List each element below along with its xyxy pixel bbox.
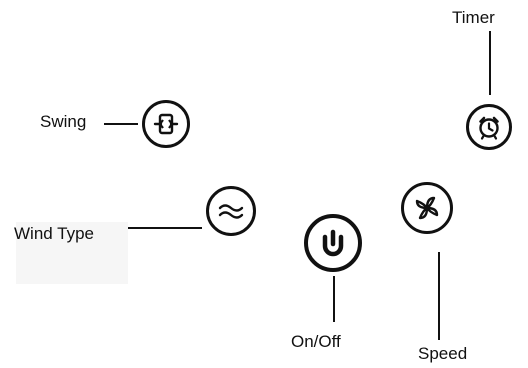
swing-icon [151, 109, 181, 139]
swing-button[interactable] [142, 100, 190, 148]
wind-waves-icon [216, 199, 246, 223]
timer-button[interactable] [466, 104, 512, 150]
wind-type-button[interactable] [206, 186, 256, 236]
label-shade [16, 222, 128, 284]
power-icon [317, 227, 349, 259]
wind-type-leader-line [128, 227, 202, 229]
speed-button[interactable] [401, 182, 453, 234]
timer-leader-line [489, 31, 491, 95]
swing-leader-line [104, 123, 138, 125]
power-label: On/Off [291, 332, 341, 351]
power-leader-line [333, 276, 335, 322]
timer-label: Timer [452, 8, 495, 27]
alarm-clock-icon [475, 113, 503, 141]
speed-leader-line [438, 252, 440, 340]
speed-label: Speed [418, 344, 468, 363]
fan-blade-icon [411, 192, 443, 224]
wind-type-label: Wind Type [14, 224, 95, 243]
swing-label: Swing [40, 112, 87, 131]
power-button[interactable] [304, 214, 362, 272]
